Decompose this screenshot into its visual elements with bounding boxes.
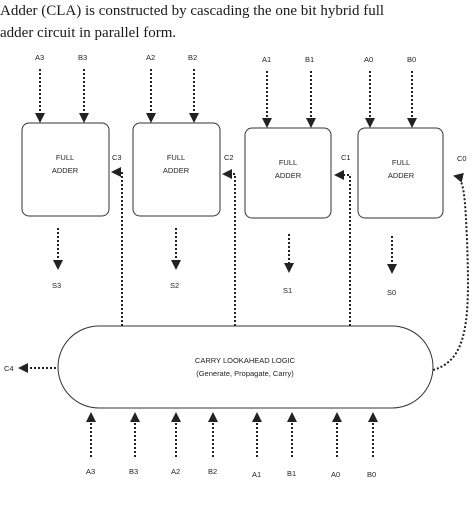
fa3-sum-label: S3	[52, 281, 61, 290]
cla-input-a1-label: A1	[252, 470, 261, 479]
fa0-sum-label: S0	[387, 288, 396, 297]
cla-input-a0-label: A0	[331, 470, 340, 479]
cla-input-b0-label: B0	[367, 470, 376, 479]
fa1-input-a-label: A1	[262, 55, 271, 64]
fa2-carry-in-label: C2	[224, 153, 234, 162]
full-adder-3-box	[21, 122, 110, 217]
full-adder-2: A2 B2 FULL ADDER C2 S2	[132, 53, 234, 290]
fa3-label-line1: FULL	[56, 153, 74, 162]
full-adder-2-box	[132, 122, 221, 217]
full-adder-0: A0 B0 FULL ADDER C0 S0	[357, 55, 467, 297]
fa3-carry-in-label: C3	[112, 153, 122, 162]
fa0-carry-in-label: C0	[457, 154, 467, 163]
cla-input-b3-label: B3	[129, 467, 138, 476]
fa2-sum-label: S2	[170, 281, 179, 290]
fa0-label-line2: ADDER	[388, 171, 415, 180]
carry-c0-path	[432, 172, 469, 371]
cla-input-b1-label: B1	[287, 469, 296, 478]
cla-input-b2-label: B2	[208, 467, 217, 476]
cla-title: CARRY LOOKAHEAD LOGIC	[195, 356, 296, 365]
fa2-input-b-label: B2	[188, 53, 197, 62]
fa1-input-b-label: B1	[305, 55, 314, 64]
fa3-label-line2: ADDER	[52, 166, 79, 175]
fa1-label-line2: ADDER	[275, 171, 302, 180]
full-adder-0-box	[357, 127, 444, 219]
carry-lookahead-logic-block	[57, 325, 434, 409]
fa0-input-a-label: A0	[364, 55, 373, 64]
cla-input-a2-label: A2	[171, 467, 180, 476]
fa2-input-a-label: A2	[146, 53, 155, 62]
cla-subtitle: (Generate, Propagate, Carry)	[196, 369, 294, 378]
intro-text-line-1: Adder (CLA) is constructed by cascading …	[0, 3, 385, 19]
carry-out-c4-label: C4	[4, 364, 14, 373]
carry-c3-path	[111, 167, 123, 326]
fa1-carry-in-label: C1	[341, 153, 351, 162]
full-adder-1: A1 B1 FULL ADDER C1 S1	[244, 55, 351, 295]
fa1-label-line1: FULL	[279, 158, 297, 167]
fa3-input-b-label: B3	[78, 53, 87, 62]
fa1-sum-label: S1	[283, 286, 292, 295]
full-adder-3: A3 B3 FULL ADDER C3 S3	[21, 53, 122, 290]
cla-bottom-inputs: A3 B3 A2 B2 A1 B1 A0 B0	[86, 412, 378, 479]
carry-c2-path	[222, 169, 236, 326]
fa3-input-a-label: A3	[35, 53, 44, 62]
cla-input-a3-label: A3	[86, 467, 95, 476]
fa0-input-b-label: B0	[407, 55, 416, 64]
fa0-label-line1: FULL	[392, 158, 410, 167]
intro-text-line-2: adder circuit in parallel form.	[0, 25, 177, 41]
fa2-label-line1: FULL	[167, 153, 185, 162]
fa2-label-line2: ADDER	[163, 166, 190, 175]
full-adder-1-box	[244, 127, 332, 219]
carry-c1-path	[334, 170, 351, 326]
